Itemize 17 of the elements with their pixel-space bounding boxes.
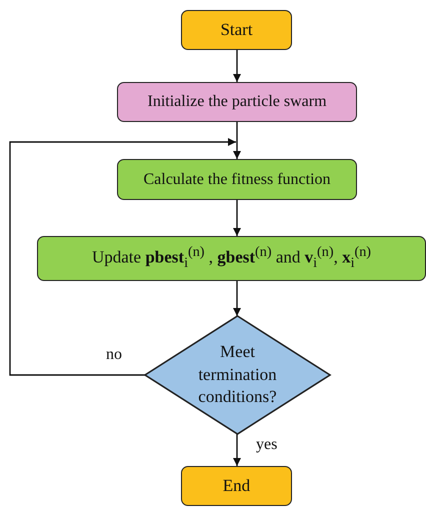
terminal-box [181,10,292,50]
terminal-box [181,466,292,506]
arrow [233,200,241,236]
arrow [9,138,236,376]
process-box [37,236,426,281]
box-text: Initialize the particle swarm [147,92,327,112]
process-box [117,159,357,200]
arrow [233,281,241,316]
box-text: Calculate the fitness function [143,170,331,190]
decision-diamond [145,316,330,434]
arrow [233,434,241,466]
arrow [233,50,241,82]
arrow [233,122,241,159]
decision-text: Meet termination conditions? [197,340,278,408]
box-text: Start [220,19,253,41]
box-text: End [222,475,250,497]
process-box [117,82,357,122]
